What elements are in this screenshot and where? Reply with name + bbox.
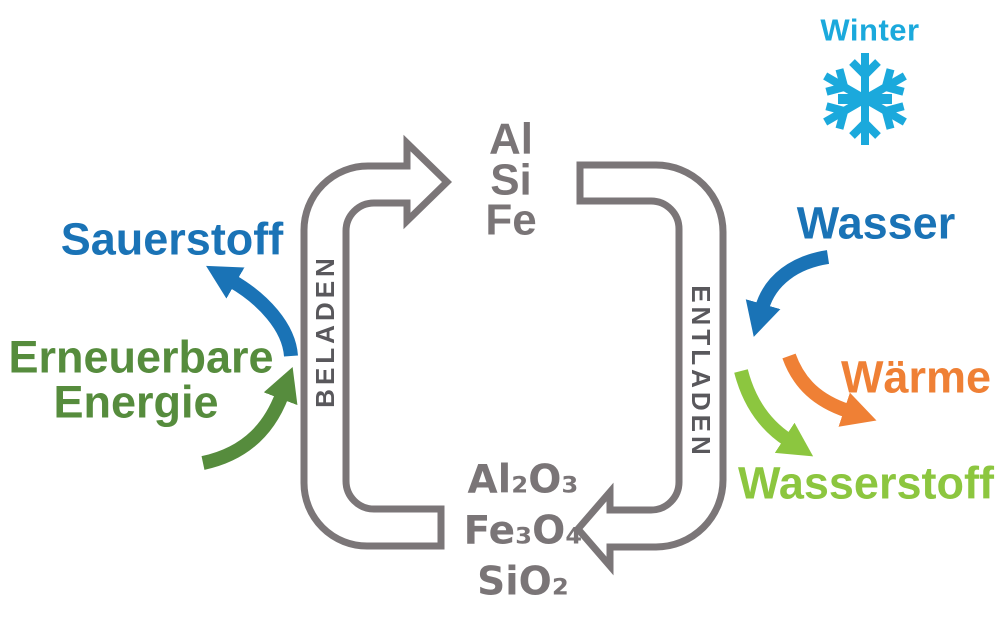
- renewable-energy-label-line1: Erneuerbare: [8, 331, 274, 383]
- charge-label: BELADEN: [310, 254, 340, 408]
- oxygen-label: Sauerstoff: [60, 213, 284, 265]
- water-label: Wasser: [796, 197, 956, 249]
- discharged-material-fe3o4: Fe₃O₄: [463, 508, 583, 554]
- charged-materials: Al Si Fe: [485, 114, 537, 245]
- renewable-energy-arrow: [201, 366, 298, 470]
- discharged-materials: Al₂O₃ Fe₃O₄ SiO₂: [464, 455, 583, 608]
- heat-label: Wärme: [840, 351, 992, 403]
- oxygen-arrow: [206, 265, 298, 357]
- renewable-energy-label-line2: Energie: [53, 376, 219, 428]
- heat-arrow: [782, 353, 877, 427]
- discharge-label: ENTLADEN: [686, 285, 716, 459]
- hydrogen-arrow: [734, 369, 814, 457]
- charge-cycle-arrow: [300, 134, 453, 550]
- snowflake-icon: [819, 53, 912, 145]
- charged-material-al: Al: [488, 114, 533, 164]
- water-arrow: [745, 250, 830, 337]
- discharge-cycle-arrow: [573, 161, 727, 576]
- winter-label: Winter: [820, 12, 920, 48]
- discharged-material-sio2: SiO₂: [477, 559, 569, 605]
- charged-material-si: Si: [490, 154, 532, 204]
- hydrogen-label: Wasserstoff: [738, 457, 994, 509]
- discharged-material-al2o3: Al₂O₃: [467, 457, 579, 503]
- charged-material-fe: Fe: [485, 195, 537, 245]
